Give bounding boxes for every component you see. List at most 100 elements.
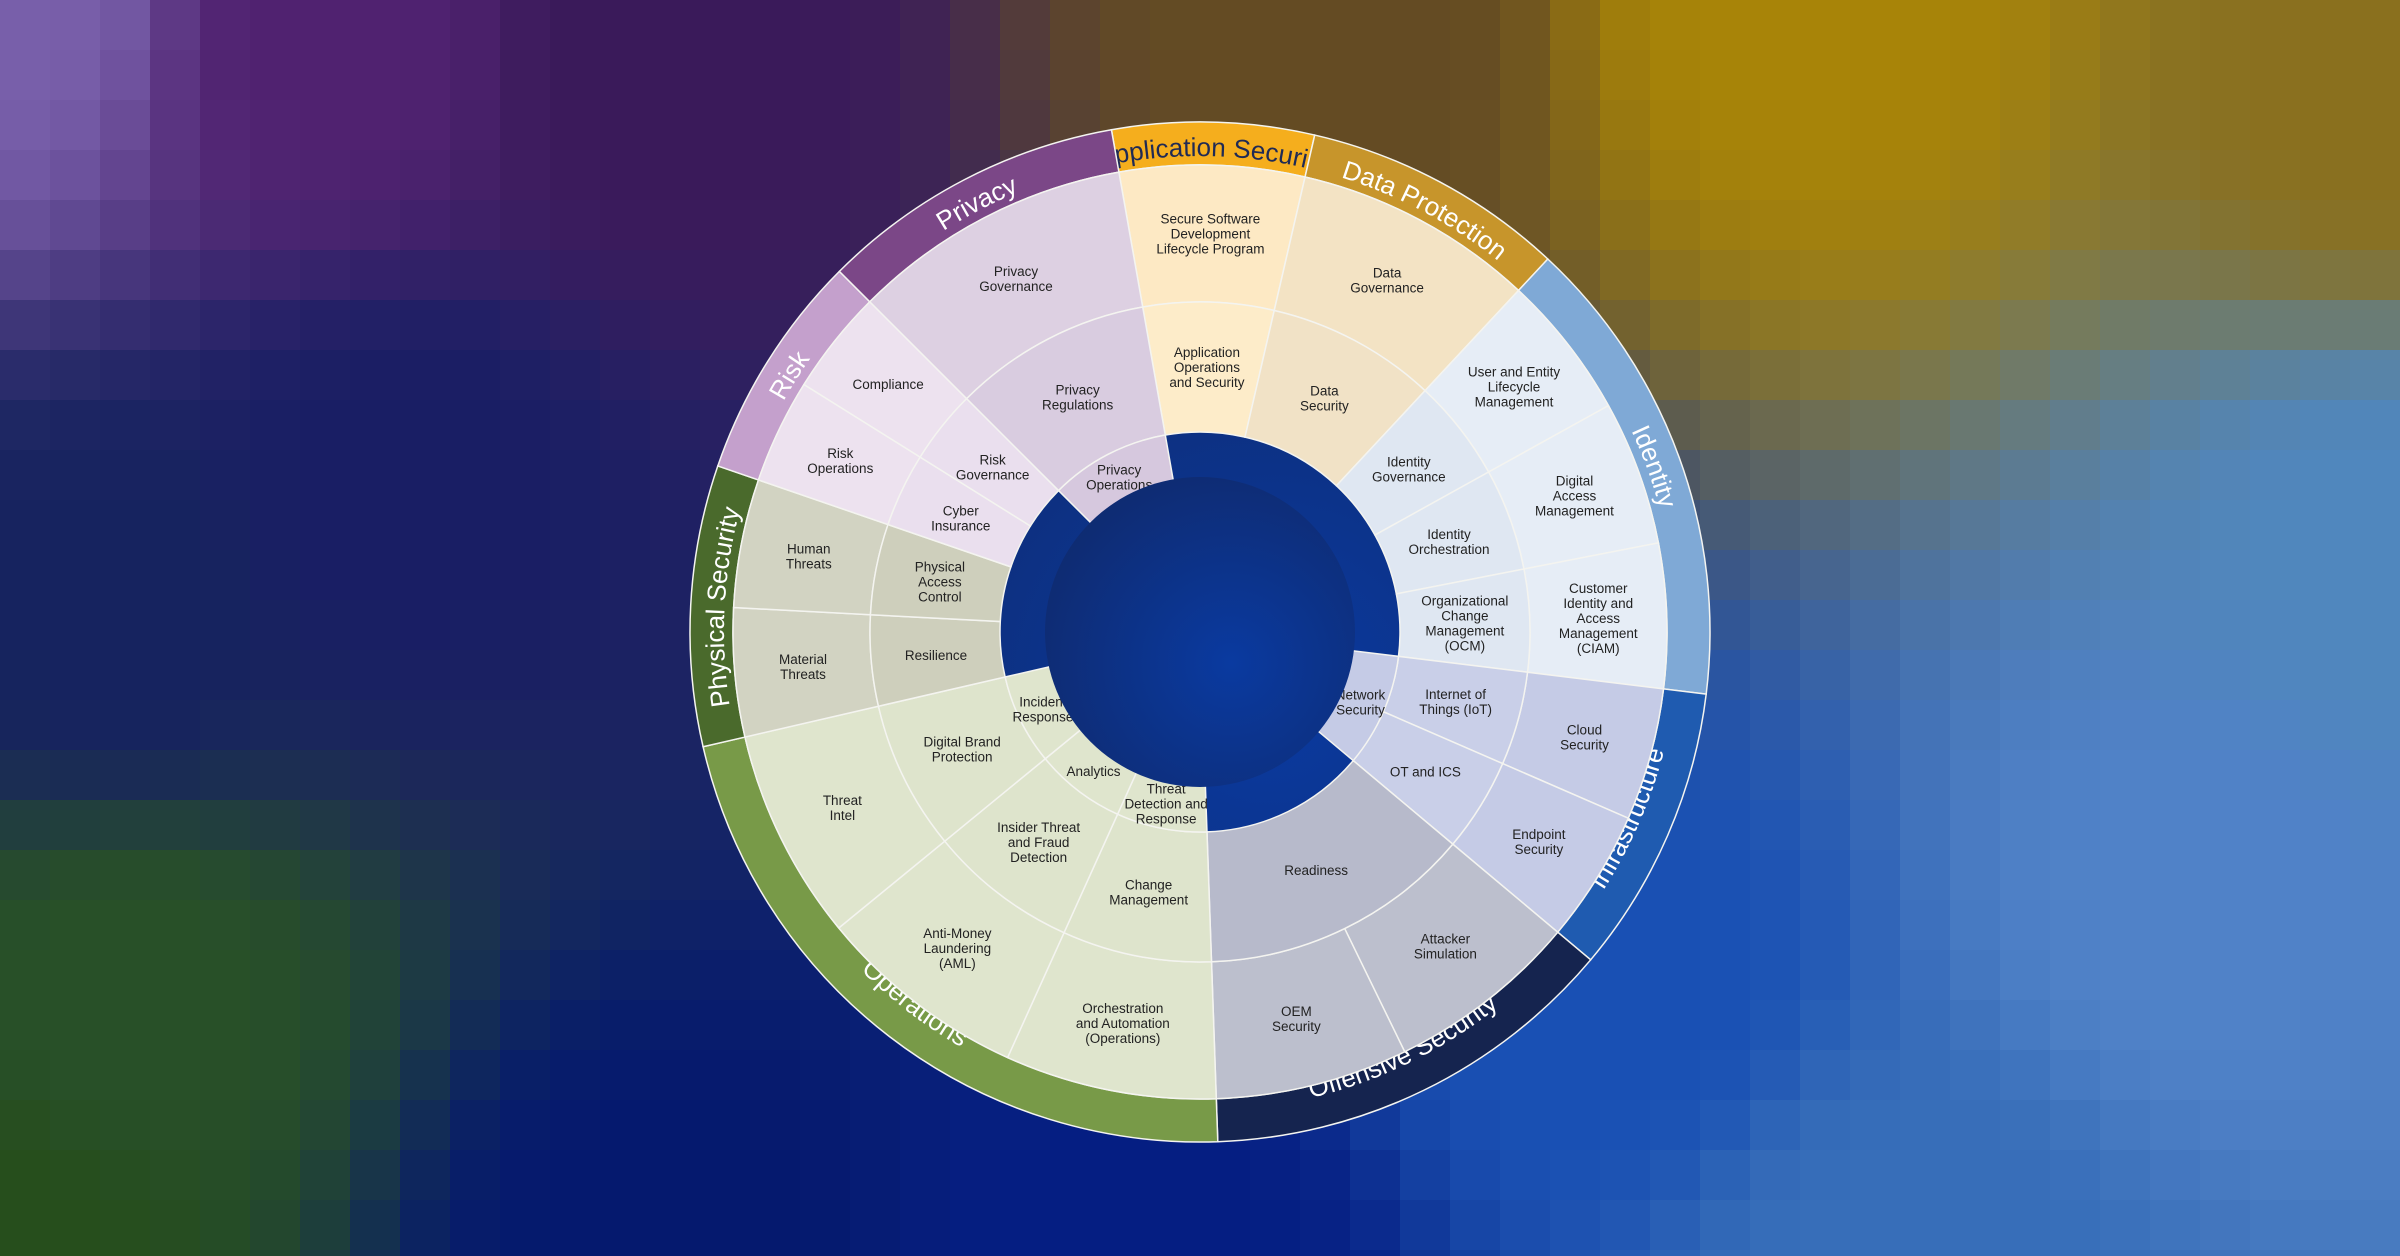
background-tile xyxy=(2150,200,2200,250)
background-tile xyxy=(200,500,250,550)
background-tile xyxy=(2150,950,2200,1000)
background-tile xyxy=(1000,1150,1050,1200)
background-tile xyxy=(1850,600,1900,650)
background-tile xyxy=(2200,950,2250,1000)
background-tile xyxy=(150,1250,200,1256)
background-tile xyxy=(100,50,150,100)
background-tile xyxy=(2200,750,2250,800)
background-tile xyxy=(2300,500,2350,550)
background-tile xyxy=(0,1200,50,1250)
background-tile xyxy=(2000,550,2050,600)
background-tile xyxy=(2100,800,2150,850)
background-tile xyxy=(400,500,450,550)
background-tile xyxy=(2350,500,2400,550)
background-tile xyxy=(700,1200,750,1250)
background-tile xyxy=(1300,1250,1350,1256)
background-tile xyxy=(1650,1050,1700,1100)
background-tile xyxy=(1900,450,1950,500)
background-tile xyxy=(250,950,300,1000)
background-tile xyxy=(1100,1150,1150,1200)
background-tile xyxy=(850,150,900,200)
background-tile xyxy=(200,1250,250,1256)
background-tile xyxy=(1550,1250,1600,1256)
background-tile xyxy=(800,1150,850,1200)
background-tile xyxy=(1150,1200,1200,1250)
background-tile xyxy=(150,1200,200,1250)
background-tile xyxy=(1950,200,2000,250)
background-tile xyxy=(2150,1100,2200,1150)
background-tile xyxy=(1600,200,1650,250)
background-tile xyxy=(450,1100,500,1150)
background-tile xyxy=(1400,100,1450,150)
background-tile xyxy=(0,350,50,400)
background-tile xyxy=(2250,650,2300,700)
background-tile xyxy=(2250,950,2300,1000)
background-tile xyxy=(2300,150,2350,200)
background-tile xyxy=(2100,400,2150,450)
background-tile xyxy=(700,900,750,950)
background-tile xyxy=(1850,50,1900,100)
background-tile xyxy=(1200,0,1250,50)
background-tile xyxy=(450,850,500,900)
background-tile xyxy=(350,550,400,600)
background-tile xyxy=(550,1000,600,1050)
background-tile xyxy=(250,900,300,950)
background-tile xyxy=(1800,750,1850,800)
background-tile xyxy=(2250,1100,2300,1150)
background-tile xyxy=(700,300,750,350)
background-tile xyxy=(250,550,300,600)
background-tile xyxy=(2200,1100,2250,1150)
background-tile xyxy=(500,900,550,950)
background-tile xyxy=(550,150,600,200)
background-tile xyxy=(2000,150,2050,200)
background-tile xyxy=(650,1000,700,1050)
background-tile xyxy=(1750,850,1800,900)
background-tile xyxy=(1350,50,1400,100)
background-tile xyxy=(2200,200,2250,250)
background-tile xyxy=(650,400,700,450)
background-tile xyxy=(300,1250,350,1256)
background-tile xyxy=(2350,900,2400,950)
background-tile xyxy=(2150,1250,2200,1256)
background-tile xyxy=(1700,1150,1750,1200)
background-tile xyxy=(1650,1000,1700,1050)
background-tile xyxy=(500,1000,550,1050)
background-tile xyxy=(2250,850,2300,900)
background-tile xyxy=(350,50,400,100)
background-tile xyxy=(1850,0,1900,50)
background-tile xyxy=(1650,150,1700,200)
background-tile xyxy=(150,1050,200,1100)
background-tile xyxy=(500,600,550,650)
background-tile xyxy=(50,650,100,700)
background-tile xyxy=(1600,1100,1650,1150)
background-tile xyxy=(1450,1250,1500,1256)
background-tile xyxy=(2200,1200,2250,1250)
background-tile xyxy=(900,0,950,50)
background-tile xyxy=(2350,1250,2400,1256)
background-tile xyxy=(400,1100,450,1150)
background-tile xyxy=(1450,0,1500,50)
background-tile xyxy=(1650,1100,1700,1150)
background-tile xyxy=(600,950,650,1000)
background-tile xyxy=(1800,950,1850,1000)
background-tile xyxy=(1850,750,1900,800)
background-tile xyxy=(100,850,150,900)
background-tile xyxy=(1250,0,1300,50)
background-tile xyxy=(1200,1250,1250,1256)
background-tile xyxy=(2150,800,2200,850)
background-tile xyxy=(2100,500,2150,550)
background-tile xyxy=(0,250,50,300)
background-tile xyxy=(1900,50,1950,100)
background-tile xyxy=(1950,500,2000,550)
background-tile xyxy=(600,450,650,500)
background-tile xyxy=(2100,850,2150,900)
background-tile xyxy=(1850,1050,1900,1100)
background-tile xyxy=(1950,950,2000,1000)
background-tile xyxy=(850,100,900,150)
background-tile xyxy=(200,450,250,500)
background-tile xyxy=(1900,1050,1950,1100)
background-tile xyxy=(1800,50,1850,100)
background-tile xyxy=(150,950,200,1000)
